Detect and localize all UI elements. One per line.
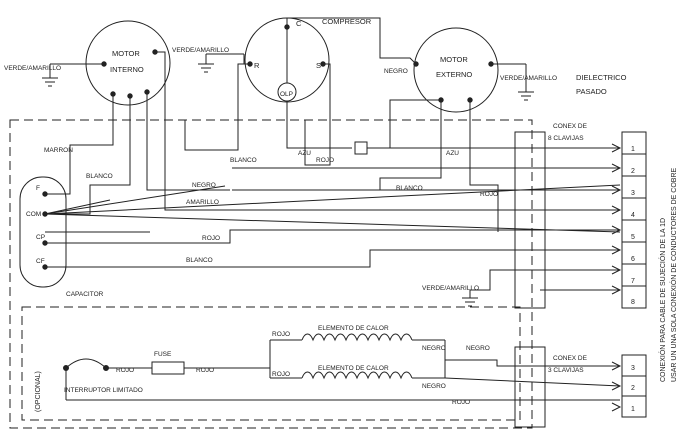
heating-element-2 xyxy=(301,371,413,380)
heater-wire-rojo-d: ROJO xyxy=(272,371,290,378)
connector-8-pin-4: 4 xyxy=(631,212,635,219)
compresor-terminal-r: R xyxy=(254,61,260,70)
capacitor-terminal-fan: F xyxy=(36,185,40,192)
connector-8-pin-8: 8 xyxy=(631,299,635,306)
side-note-line-2: USAR UN UNA SOLA CONEXIÓN DE CONDUCTORES… xyxy=(669,167,678,382)
dielectric-note-1: DIELECTRICO xyxy=(576,73,627,82)
wire-label-verde-amarillo: VERDE/AMARILLO xyxy=(422,285,479,292)
wire-label-rojo-1: ROJO xyxy=(316,157,334,164)
connector-8-housing xyxy=(514,131,546,309)
heater-wire-negro-a: NEGRO xyxy=(422,345,446,352)
compresor-label: COMPRESOR xyxy=(322,17,372,26)
wire-label-negro: NEGRO xyxy=(192,182,216,189)
wire-label-rojo-2: ROJO xyxy=(480,191,498,198)
connector-3-pin-1: 1 xyxy=(631,406,635,413)
connector-8-label-2: 8 CLAVIJAS xyxy=(548,135,584,142)
fuse xyxy=(151,361,185,375)
motor-interno-label-2: INTERNO xyxy=(110,65,144,74)
dielectric-note-2: PASADO xyxy=(576,87,607,96)
compresor xyxy=(244,17,330,103)
ground-symbol-compresor xyxy=(198,53,250,73)
connector-8-arrows xyxy=(611,143,622,295)
capacitor-label: CAPACITOR xyxy=(66,291,104,298)
motor-externo-wire-label: NEGRO xyxy=(384,68,408,75)
connector-8-pin-3: 3 xyxy=(631,190,635,197)
motor-interno xyxy=(85,20,171,106)
heater-wire-negro-c: NEGRO xyxy=(422,383,446,390)
connector-3-label-2: 3 CLAVIJAS xyxy=(548,367,584,374)
capacitor-terminal-cf: CF xyxy=(36,258,45,265)
connector-3-arrows xyxy=(611,361,622,412)
side-note-line-1: CONEXIÓN PARA CABLE DE SUJECIÓN DE LA 1D xyxy=(658,218,667,382)
motor-externo-ground-label: VERDE/AMARILLO xyxy=(500,75,557,82)
heater-wire-negro-b: NEGRO xyxy=(466,345,490,352)
wire-label-rojo-3: ROJO xyxy=(202,235,220,242)
motor-externo-label-2: EXTERNO xyxy=(436,70,472,79)
connector-3-block xyxy=(621,354,647,418)
motor-interno-label-1: MOTOR xyxy=(112,49,140,58)
ground-symbol-motor-externo xyxy=(491,63,534,101)
capacitor-terminal-com: COM xyxy=(26,211,41,218)
motor-externo-label-1: MOTOR xyxy=(440,55,468,64)
fuse-label: FUSE xyxy=(154,351,172,358)
wire-label-marron: MARRON xyxy=(44,147,73,154)
motor-interno-ground-label: VERDE/AMARILLO xyxy=(4,65,61,72)
wire-label-amarillo: AMARILLO xyxy=(186,199,219,206)
wire-label-blanco-2: BLANCO xyxy=(230,157,257,164)
heater-wire-rojo-a: ROJO xyxy=(116,367,134,374)
wire-label-azul-1: AZU xyxy=(298,150,311,157)
capacitor-terminal-cp: CP xyxy=(36,234,45,241)
compresor-terminal-c: C xyxy=(296,19,302,28)
heating-element-1 xyxy=(301,333,413,342)
limit-switch-label: INTERRUPTOR LIMITADO xyxy=(64,387,143,394)
heater-wire-rojo-c: ROJO xyxy=(272,331,290,338)
main-enclosure-dashed xyxy=(9,119,533,429)
limit-switch xyxy=(63,358,109,371)
connector-8-pin-2: 2 xyxy=(631,168,635,175)
connector-8-pin-6: 6 xyxy=(631,256,635,263)
heating-element-2-label: ELEMENTO DE CALOR xyxy=(318,365,389,372)
wire-label-blanco-3: BLANCO xyxy=(396,185,423,192)
compresor-terminal-s: S xyxy=(316,61,321,70)
compresor-ground-label: VERDE/AMARILLO xyxy=(172,47,229,54)
connector-3-label-1: CONEX DE xyxy=(553,355,588,362)
connector-3-pin-2: 2 xyxy=(631,385,635,392)
connector-8-pin-5: 5 xyxy=(631,234,635,241)
connector-3-pin-3: 3 xyxy=(631,365,635,372)
heater-wire-rojo-b: ROJO xyxy=(196,367,214,374)
connector-8-label-1: CONEX DE xyxy=(553,123,588,130)
wire-label-azul-2: AZU xyxy=(446,150,459,157)
connector-3-housing xyxy=(514,346,546,428)
compresor-terminal-olp: OLP xyxy=(280,91,293,98)
heater-wire-rojo-out: ROJO xyxy=(452,399,470,406)
heater-optional-label: (OPCIONAL) xyxy=(35,371,42,412)
ground-symbol-motor-interno xyxy=(42,63,104,87)
heater-enclosure-dashed xyxy=(21,306,521,421)
connector-8-pin-7: 7 xyxy=(631,278,635,285)
wire-label-blanco-4: BLANCO xyxy=(186,257,213,264)
wire-label-blanco-1: BLANCO xyxy=(86,173,113,180)
connector-8-pin-1: 1 xyxy=(631,146,635,153)
heating-element-1-label: ELEMENTO DE CALOR xyxy=(318,325,389,332)
